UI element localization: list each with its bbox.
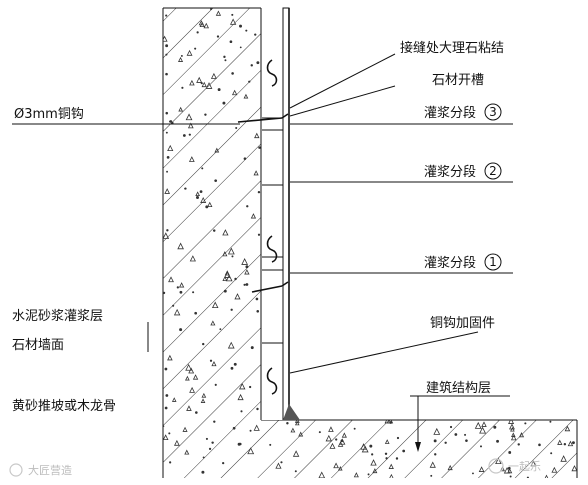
label-grout-segment-2: 灌浆分段 2 xyxy=(424,162,502,180)
label-copper-hook-3mm: Ø3mm铜钩 xyxy=(14,107,84,122)
watermark-right: 一起乐 xyxy=(488,458,541,474)
svg-text:大匠营造: 大匠营造 xyxy=(28,463,72,477)
svg-text:2: 2 xyxy=(489,164,497,178)
svg-text:3: 3 xyxy=(489,105,497,119)
floor-aggregate xyxy=(163,420,577,478)
concrete-aggregate xyxy=(163,8,261,414)
label-stone-wall-face: 石材墙面 xyxy=(12,338,64,353)
floor-slab xyxy=(163,419,578,478)
leader-lines xyxy=(12,53,513,452)
watermark-left: 大匠营造 xyxy=(9,463,72,477)
svg-text:灌浆分段: 灌浆分段 xyxy=(424,165,476,180)
grout-segment-lines xyxy=(262,117,283,344)
label-grout-segment-3: 灌浆分段 3 xyxy=(424,103,502,121)
label-grout-segment-1: 灌浆分段 1 xyxy=(424,253,502,271)
label-cement-mortar-grout: 水泥砂浆灌浆层 xyxy=(12,309,103,324)
structural-wall xyxy=(162,7,262,478)
label-building-structure: 建筑结构层 xyxy=(426,380,491,396)
svg-text:1: 1 xyxy=(489,255,497,269)
stone-facing xyxy=(282,7,290,421)
label-joint-adhesive: 接缝处大理石粘结 xyxy=(400,40,504,56)
label-sand-slope-or-wood-keel: 黄砂推坡或木龙骨 xyxy=(12,399,116,414)
svg-text:灌浆分段: 灌浆分段 xyxy=(424,256,476,271)
svg-text:灌浆分段: 灌浆分段 xyxy=(424,106,476,121)
label-stone-groove: 石材开槽 xyxy=(432,73,484,88)
base-wedge xyxy=(283,404,300,420)
copper-hooks xyxy=(237,59,289,395)
grout-layer xyxy=(260,8,285,420)
svg-text:一起乐: 一起乐 xyxy=(508,460,541,473)
label-copper-hook-reinforcement: 铜钩加固件 xyxy=(430,316,495,331)
